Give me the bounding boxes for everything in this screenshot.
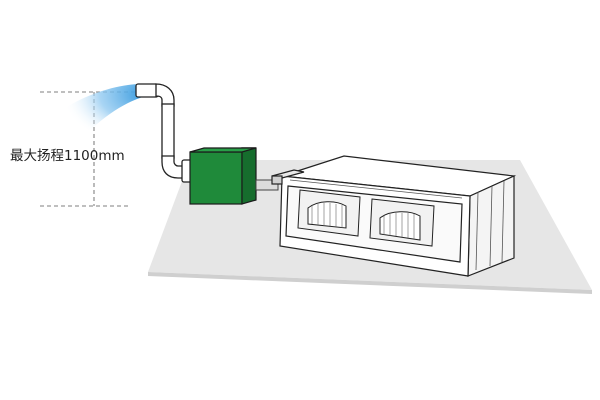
- pipe-vertical: [161, 103, 175, 159]
- blower-fan-right: [369, 198, 435, 247]
- water-spray-icon: [62, 84, 146, 136]
- max-lift-label: 最大扬程1100mm: [10, 148, 125, 164]
- drain-pump-box-icon: [189, 147, 257, 205]
- pipe-outlet: [135, 83, 159, 98]
- drain-pipe: [135, 83, 193, 183]
- unit-control-box-front: [271, 175, 283, 185]
- blower-fan-icon: [307, 201, 347, 229]
- connection-pipe: [255, 179, 279, 191]
- blower-fan-left: [297, 189, 361, 237]
- pipe-elbow-top: [155, 83, 175, 107]
- lift-height-dimension: [40, 91, 140, 207]
